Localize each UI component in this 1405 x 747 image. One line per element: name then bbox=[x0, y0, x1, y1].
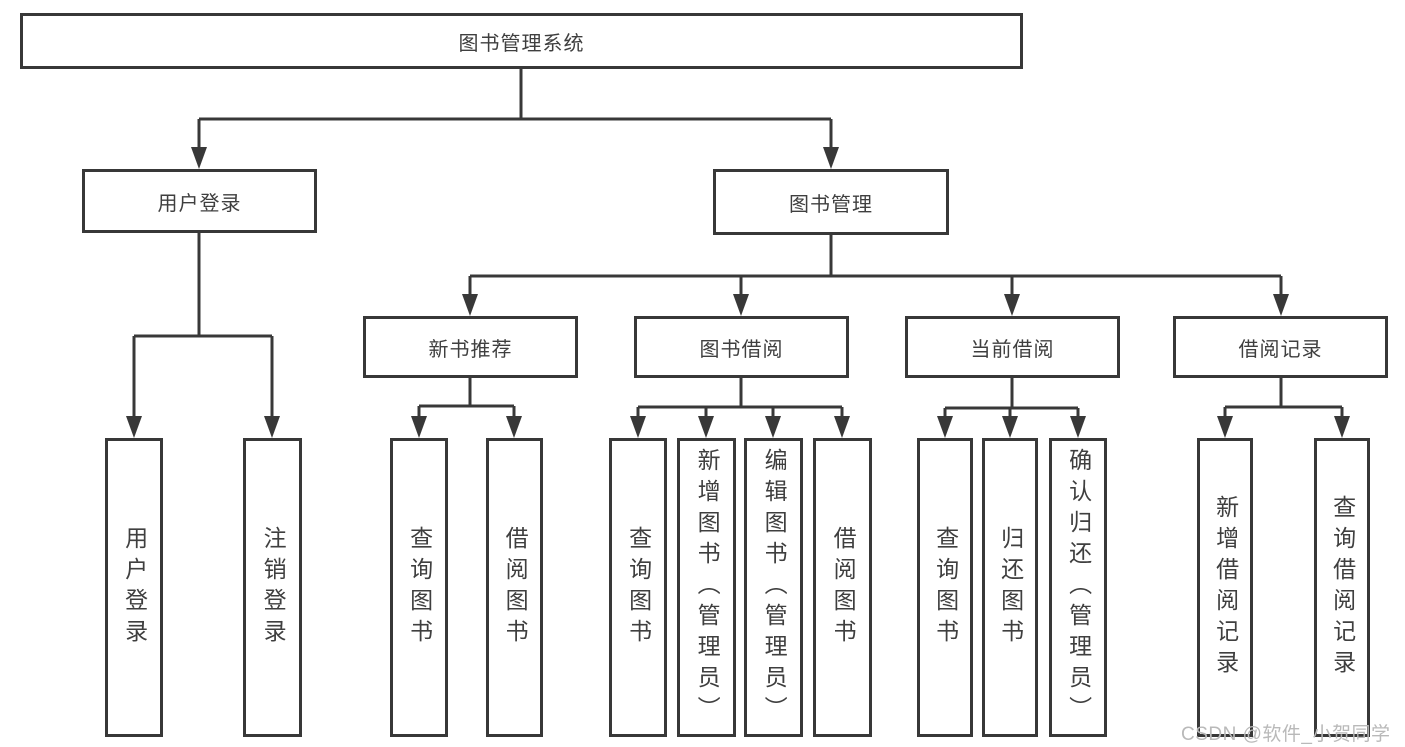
csdn-watermark: CSDN @软件_小贺同学 bbox=[1181, 724, 1391, 745]
leaf-query-books-recommend: 查询图书 bbox=[390, 438, 448, 737]
connector-current-to-leaves bbox=[943, 378, 1080, 419]
arrowhead-icon bbox=[765, 416, 781, 438]
node-label: 图书管理系统 bbox=[458, 32, 585, 55]
node-label: 用户登录 bbox=[157, 192, 242, 215]
node-book-management-branch: 图书管理 bbox=[713, 169, 949, 235]
arrowhead-icon bbox=[1002, 416, 1018, 438]
node-label: 注销登录 bbox=[260, 525, 287, 650]
node-label: 归还图书 bbox=[997, 525, 1024, 650]
node-label: 借阅图书 bbox=[502, 525, 529, 650]
leaf-borrow-books-recommend: 借阅图书 bbox=[486, 438, 543, 737]
arrowhead-icon bbox=[1070, 416, 1086, 438]
leaf-borrow-books-borrowing: 借阅图书 bbox=[813, 438, 872, 737]
leaf-edit-books-admin: 编辑图书（管理员） bbox=[744, 438, 803, 737]
arrowhead-icon bbox=[126, 416, 142, 438]
node-label: 当前借阅 bbox=[970, 338, 1055, 361]
node-label: 查询图书 bbox=[406, 525, 433, 650]
node-current-borrowing: 当前借阅 bbox=[905, 316, 1120, 378]
connector-user-login-to-leaves bbox=[132, 233, 274, 419]
node-book-borrowing: 图书借阅 bbox=[634, 316, 849, 378]
node-new-book-recommend: 新书推荐 bbox=[363, 316, 578, 378]
connector-borrowing-to-leaves bbox=[636, 378, 844, 419]
leaf-query-books-borrowing: 查询图书 bbox=[609, 438, 667, 737]
node-label: 借阅图书 bbox=[830, 525, 857, 650]
node-label: 图书管理 bbox=[789, 193, 873, 216]
arrowhead-icon bbox=[698, 416, 714, 438]
arrowhead-icon bbox=[506, 416, 522, 438]
leaf-confirm-return-admin: 确认归还（管理员） bbox=[1049, 438, 1107, 737]
connector-root-to-level2 bbox=[197, 69, 833, 150]
node-label: 借阅记录 bbox=[1238, 338, 1323, 361]
arrowhead-icon bbox=[1334, 416, 1350, 438]
node-label: 编辑图书（管理员） bbox=[761, 448, 788, 727]
arrowhead-icon bbox=[823, 147, 839, 169]
node-label: 确认归还（管理员） bbox=[1065, 448, 1092, 727]
connector-book-mgmt-to-level3 bbox=[468, 235, 1283, 297]
arrowhead-icon bbox=[411, 416, 427, 438]
leaf-logout: 注销登录 bbox=[243, 438, 302, 737]
arrowhead-icon bbox=[264, 416, 280, 438]
node-label: 查询借阅记录 bbox=[1329, 494, 1356, 681]
leaf-query-borrow-record: 查询借阅记录 bbox=[1314, 438, 1370, 737]
node-borrowing-records: 借阅记录 bbox=[1173, 316, 1388, 378]
leaf-add-borrow-record: 新增借阅记录 bbox=[1197, 438, 1253, 737]
arrowhead-icon bbox=[1004, 294, 1020, 316]
arrowhead-icon bbox=[733, 294, 749, 316]
leaf-add-books-admin: 新增图书（管理员） bbox=[677, 438, 736, 737]
node-user-login-branch: 用户登录 bbox=[82, 169, 317, 233]
node-label: 用户登录 bbox=[121, 525, 148, 650]
node-label: 图书借阅 bbox=[699, 338, 784, 361]
node-label: 查询图书 bbox=[625, 525, 652, 650]
arrowhead-icon bbox=[937, 416, 953, 438]
node-label: 查询图书 bbox=[932, 525, 959, 650]
connector-new-book-to-leaves bbox=[417, 378, 516, 419]
leaf-return-books: 归还图书 bbox=[982, 438, 1038, 737]
arrowhead-icon bbox=[191, 147, 207, 169]
arrowhead-icon bbox=[1217, 416, 1233, 438]
arrowhead-icon bbox=[462, 294, 478, 316]
arrowhead-icon bbox=[1273, 294, 1289, 316]
node-book-management-system: 图书管理系统 bbox=[20, 13, 1023, 69]
node-label: 新增借阅记录 bbox=[1212, 494, 1239, 681]
leaf-query-books-current: 查询图书 bbox=[917, 438, 973, 737]
node-label: 新增图书（管理员） bbox=[694, 448, 721, 727]
node-label: 新书推荐 bbox=[428, 338, 513, 361]
leaf-user-login: 用户登录 bbox=[105, 438, 163, 737]
connector-records-to-leaves bbox=[1223, 378, 1344, 419]
arrowhead-icon bbox=[834, 416, 850, 438]
arrowhead-icon bbox=[630, 416, 646, 438]
